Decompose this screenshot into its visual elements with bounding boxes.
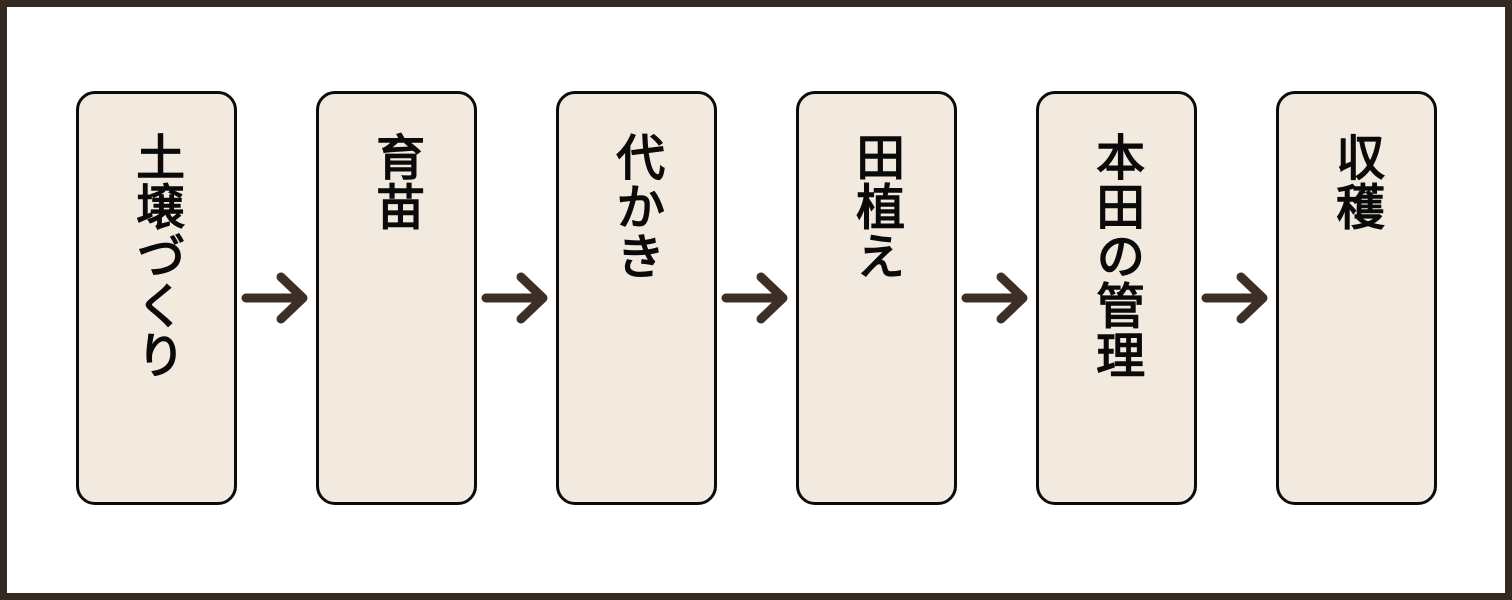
arrow-right-icon: [721, 272, 787, 324]
arrow-right-icon: [241, 272, 307, 324]
process-step-5[interactable]: 本田の管理: [1036, 91, 1197, 505]
process-step-label: 収穫: [1328, 132, 1386, 231]
process-step-6[interactable]: 収穫: [1276, 91, 1437, 505]
process-step-label: 育苗: [368, 132, 426, 231]
arrow-right-icon: [1201, 272, 1267, 324]
arrow-right-icon: [481, 272, 547, 324]
process-step-1[interactable]: 土壌づくり: [76, 91, 237, 505]
arrow-right-icon: [961, 272, 1027, 324]
process-step-label: 代かき: [608, 132, 666, 281]
process-flow-row: 土壌づくり 育苗 代かき 田植え: [76, 91, 1437, 505]
flow-connector-2: [477, 91, 556, 505]
process-step-label: 田植え: [848, 132, 906, 281]
flow-connector-1: [237, 91, 316, 505]
process-step-label: 本田の管理: [1088, 132, 1146, 380]
process-step-4[interactable]: 田植え: [796, 91, 957, 505]
process-step-label: 土壌づくり: [128, 132, 186, 380]
process-step-3[interactable]: 代かき: [556, 91, 717, 505]
process-step-2[interactable]: 育苗: [316, 91, 477, 505]
flow-connector-5: [1197, 91, 1276, 505]
flow-connector-3: [717, 91, 796, 505]
flow-connector-4: [957, 91, 1036, 505]
